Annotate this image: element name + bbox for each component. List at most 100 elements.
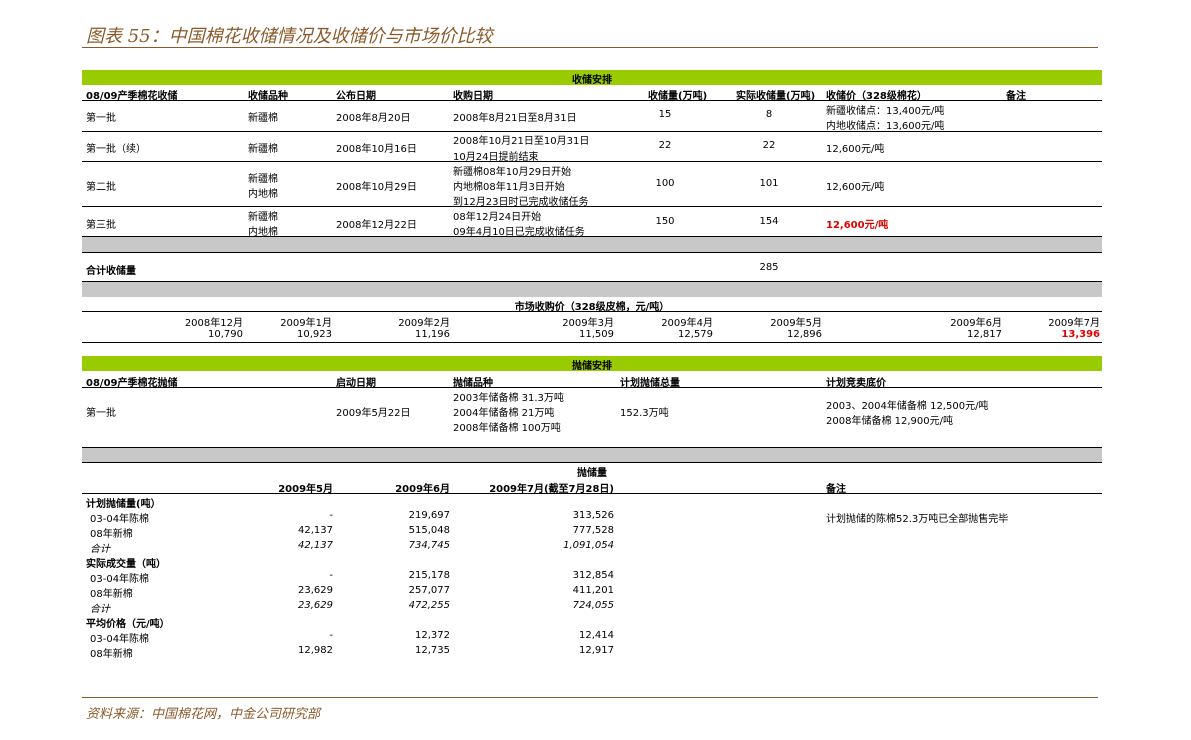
volume-row-name: 03-04年陈棉: [90, 634, 150, 645]
volume-cell: 1,091,054: [563, 540, 614, 551]
storage-total-label: 合计收储量: [86, 266, 136, 277]
storage-row4-variety-b: 内地棉: [248, 227, 278, 238]
volume-separator-band: [82, 447, 1102, 463]
volume-cell: 12,372: [415, 630, 450, 641]
storage-row1-price-a: 新疆收储点：13,400元/吨: [826, 106, 945, 117]
storage-row4-announce: 2008年12月22日: [336, 220, 417, 231]
storage-header-planned: 收储量(万吨): [648, 91, 708, 102]
storage-row4-price: 12,600元/吨: [826, 220, 889, 231]
volume-cell: 411,201: [572, 585, 614, 596]
storage-row3-actual: 101: [759, 178, 779, 189]
storage-header-announce: 公布日期: [336, 91, 376, 102]
volume-col-1: 2009年5月: [278, 484, 333, 495]
storage-row1-planned: 15: [658, 109, 672, 120]
market-month-2: 2009年1月: [280, 318, 332, 329]
volume-cell: 472,255: [408, 600, 450, 611]
source-note: 资料来源：中国棉花网，中金公司研究部: [86, 707, 321, 722]
storage-row1-purchase: 2008年8月21日至8月31日: [453, 113, 577, 124]
volume-cell: -: [329, 630, 333, 641]
market-month-7: 2009年6月: [950, 318, 1002, 329]
volume-cell: 312,854: [572, 570, 614, 581]
volume-group-actual: 实际成交量（吨）: [86, 559, 166, 570]
release-row-total: 152.3万吨: [620, 408, 669, 419]
market-separator-band: [82, 281, 1102, 297]
figure-title: 图表 55：中国棉花收储情况及收储价与市场价比较: [86, 26, 493, 47]
volume-section-title: 抛储量: [577, 468, 607, 479]
storage-header-variety: 收储品种: [248, 91, 288, 102]
volume-row-name: 03-04年陈棉: [90, 574, 150, 585]
volume-cell: -: [329, 570, 333, 581]
storage-header-batch: 08/09产季棉花收储: [86, 91, 178, 102]
market-month-6: 2009年5月: [770, 318, 822, 329]
release-row-batch: 第一批: [86, 408, 116, 419]
market-price-5: 12,579: [678, 329, 713, 340]
storage-row3-batch: 第二批: [86, 182, 116, 193]
release-section-title: 抛储安排: [572, 361, 612, 372]
release-row-variety-a: 2003年储备棉 31.3万吨: [453, 393, 564, 404]
volume-cell: 777,528: [572, 525, 614, 536]
volume-cell: 12,982: [298, 645, 333, 656]
release-header-variety: 抛储品种: [453, 378, 493, 389]
volume-col-2: 2009年6月: [395, 484, 450, 495]
storage-row4-purchase-a: 08年12月24日开始: [453, 212, 542, 223]
volume-row-name: 08年新棉: [90, 529, 133, 540]
release-row-variety-c: 2008年储备棉 100万吨: [453, 423, 561, 434]
volume-row-name: 03-04年陈棉: [90, 514, 150, 525]
storage-section-title: 收储安排: [572, 75, 612, 86]
source-rule: [82, 697, 1098, 698]
volume-row-name: 合计: [90, 604, 110, 615]
storage-header-purchase: 收购日期: [453, 91, 493, 102]
market-month-3: 2009年2月: [398, 318, 450, 329]
storage-header-note: 备注: [1006, 91, 1026, 102]
release-section-band: 抛储安排: [82, 356, 1102, 372]
volume-cell: 12,735: [415, 645, 450, 656]
market-month-4: 2009年3月: [562, 318, 614, 329]
market-price-3: 11,196: [415, 329, 450, 340]
volume-cell: 313,526: [572, 510, 614, 521]
storage-row3-variety-b: 内地棉: [248, 189, 278, 200]
market-price-2: 10,923: [297, 329, 332, 340]
storage-row4-batch: 第三批: [86, 220, 116, 231]
storage-total-value: 285: [759, 262, 779, 273]
market-title: 市场收购价（328级皮棉，元/吨）: [514, 302, 670, 313]
volume-note-header: 备注: [826, 484, 846, 495]
volume-row-name: 08年新棉: [90, 649, 133, 660]
volume-cell: 734,745: [408, 540, 450, 551]
market-month-5: 2009年4月: [661, 318, 713, 329]
volume-cell: 12,414: [579, 630, 614, 641]
volume-cell: 23,629: [298, 600, 333, 611]
storage-row3-planned: 100: [655, 178, 675, 189]
volume-cell: 42,137: [298, 525, 333, 536]
volume-cell: 219,697: [408, 510, 450, 521]
release-header-batch: 08/09产季棉花抛储: [86, 378, 178, 389]
market-month-8: 2009年7月: [1048, 318, 1100, 329]
storage-row1-price-b: 内地收储点：13,600元/吨: [826, 121, 945, 132]
volume-cell: 12,917: [579, 645, 614, 656]
storage-row3-variety-a: 新疆棉: [248, 174, 278, 185]
volume-row-name: 合计: [90, 544, 110, 555]
volume-cell: 215,178: [408, 570, 450, 581]
market-price-1: 10,790: [208, 329, 243, 340]
storage-section-band: 收储安排: [82, 70, 1102, 86]
release-header-date: 启动日期: [336, 378, 376, 389]
storage-row2-planned: 22: [658, 140, 672, 151]
release-header-price: 计划竞卖底价: [826, 378, 886, 389]
release-row-price-a: 2003、2004年储备棉 12,500元/吨: [826, 401, 989, 412]
storage-separator-band: [82, 236, 1102, 253]
storage-row1-batch: 第一批: [86, 113, 116, 124]
volume-cell: 42,137: [298, 540, 333, 551]
storage-row3-purchase-a: 新疆棉08年10月29日开始: [453, 167, 572, 178]
storage-row2-actual: 22: [762, 140, 776, 151]
storage-row2-purchase-b: 10月24日提前结束: [453, 152, 539, 163]
storage-row4-variety-a: 新疆棉: [248, 212, 278, 223]
volume-cell: 515,048: [408, 525, 450, 536]
storage-row1-variety: 新疆棉: [248, 113, 278, 124]
release-row-date: 2009年5月22日: [336, 408, 411, 419]
release-row-variety-b: 2004年储备棉 21万吨: [453, 408, 555, 419]
storage-row2-purchase-a: 2008年10月21日至10月31日: [453, 136, 590, 147]
volume-note: 计划抛储的陈棉52.3万吨已全部抛售完毕: [826, 514, 1009, 525]
market-month-1: 2008年12月: [184, 318, 243, 329]
volume-cell: 23,629: [298, 585, 333, 596]
storage-row4-purchase-b: 09年4月10日已完成收储任务: [453, 227, 585, 238]
market-price-7: 12,817: [967, 329, 1002, 340]
